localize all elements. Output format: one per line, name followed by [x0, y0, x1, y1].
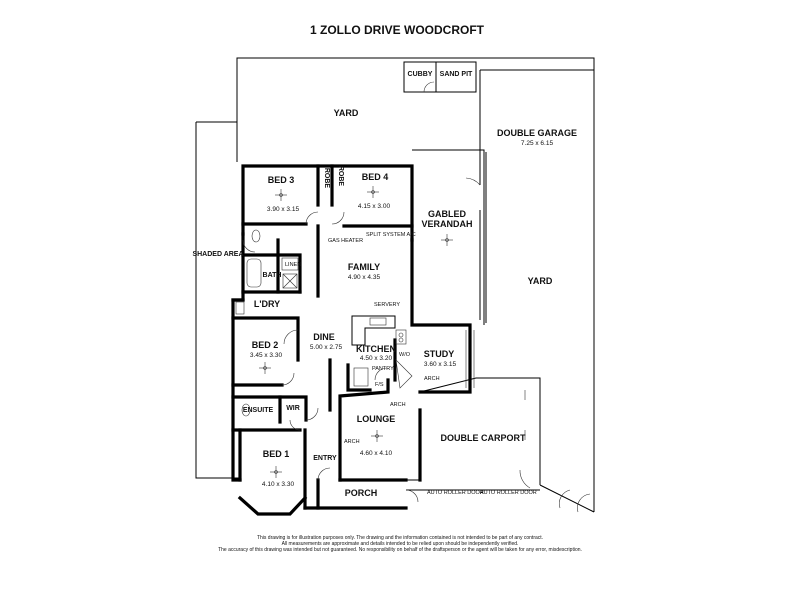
bed2-label: BED 2: [252, 340, 279, 350]
disclaimer-line2: All measurements are approximate and det…: [282, 541, 519, 547]
bed2-dims: 3.45 x 3.30: [250, 352, 283, 359]
ensuite-label: ENSUITE: [243, 407, 274, 414]
double-carport-label: DOUBLE CARPORT: [441, 433, 527, 443]
kitchen-bench: [351, 315, 413, 389]
split-system-label: SPLIT SYSTEM A/C: [366, 232, 416, 238]
pantry-label: PANTRY: [372, 366, 394, 372]
disclaimer-line3: The accuracy of this drawing was intende…: [218, 547, 582, 553]
double-garage-walls: [465, 69, 594, 320]
gas-heater-label: GAS HEATER: [328, 238, 363, 244]
lounge-dims: 4.60 x 4.10: [360, 450, 393, 457]
double-garage-label: DOUBLE GARAGE: [497, 128, 577, 138]
bed4-dims: 4.15 x 3.00: [358, 203, 391, 210]
arch-c-label: ARCH: [424, 376, 440, 382]
yard-top-label: YARD: [334, 108, 359, 118]
dine-label: DINE: [313, 332, 335, 342]
cubby-label: CUBBY: [408, 71, 433, 78]
study-label: STUDY: [424, 349, 455, 359]
laundry-label: L'DRY: [254, 299, 280, 309]
family-label: FAMILY: [348, 262, 380, 272]
family-dims: 4.90 x 4.35: [348, 274, 381, 281]
ceiling-fan-icons: [259, 186, 453, 478]
double-garage-dims: 7.25 x 6.15: [521, 140, 554, 147]
arch-b-label: ARCH: [390, 402, 406, 408]
wo-label: W/O: [399, 352, 411, 358]
bath-label: BATH: [263, 272, 282, 279]
plan-title: 1 ZOLLO DRIVE WOODCROFT: [310, 23, 485, 37]
wir-label: WIR: [286, 405, 300, 412]
entry-label: ENTRY: [313, 455, 337, 462]
lounge-label: LOUNGE: [357, 414, 396, 424]
porch-label: PORCH: [345, 488, 378, 498]
gabled-verandah-line1: GABLED: [428, 209, 467, 219]
cubby-sandpit: [403, 61, 477, 93]
bed3-dims: 3.90 x 3.15: [267, 206, 300, 213]
house-walls: [231, 164, 472, 516]
carport-outline: [406, 377, 595, 513]
bed1-dims: 4.10 x 3.30: [262, 481, 295, 488]
robe-a-label: ROBE: [323, 168, 330, 189]
bed4-label: BED 4: [362, 172, 389, 182]
auto-roller-door-b-label: AUTO ROLLER DOOR: [480, 490, 537, 496]
gabled-verandah-line2: VERANDAH: [421, 219, 472, 229]
study-dims: 3.60 x 3.15: [424, 361, 457, 368]
disclaimer-line1: This drawing is for illustration purpose…: [257, 535, 543, 541]
bath-fixtures: [235, 229, 299, 417]
gabled-verandah-outline: [412, 149, 487, 325]
sand-pit-label: SAND PIT: [440, 71, 473, 78]
shaded-area-label: SHADED AREA: [192, 251, 243, 258]
bed3-label: BED 3: [268, 175, 295, 185]
study-window: [465, 330, 475, 388]
door-swings: [242, 211, 419, 503]
robe-b-label: ROBE: [337, 166, 344, 187]
bed1-label: BED 1: [263, 449, 290, 459]
dine-dims: 5.00 x 2.75: [310, 344, 343, 351]
linen-label: LINEN: [285, 262, 301, 268]
auto-roller-door-a-label: AUTO ROLLER DOOR: [427, 490, 484, 496]
yard-right-label: YARD: [528, 276, 553, 286]
fs-label: F/S: [375, 382, 384, 388]
servery-label: SERVERY: [374, 302, 400, 308]
kitchen-dims: 4.50 x 3.20: [360, 355, 393, 362]
arch-a-label: ARCH: [344, 439, 360, 445]
kitchen-label: KITCHEN: [356, 344, 396, 354]
